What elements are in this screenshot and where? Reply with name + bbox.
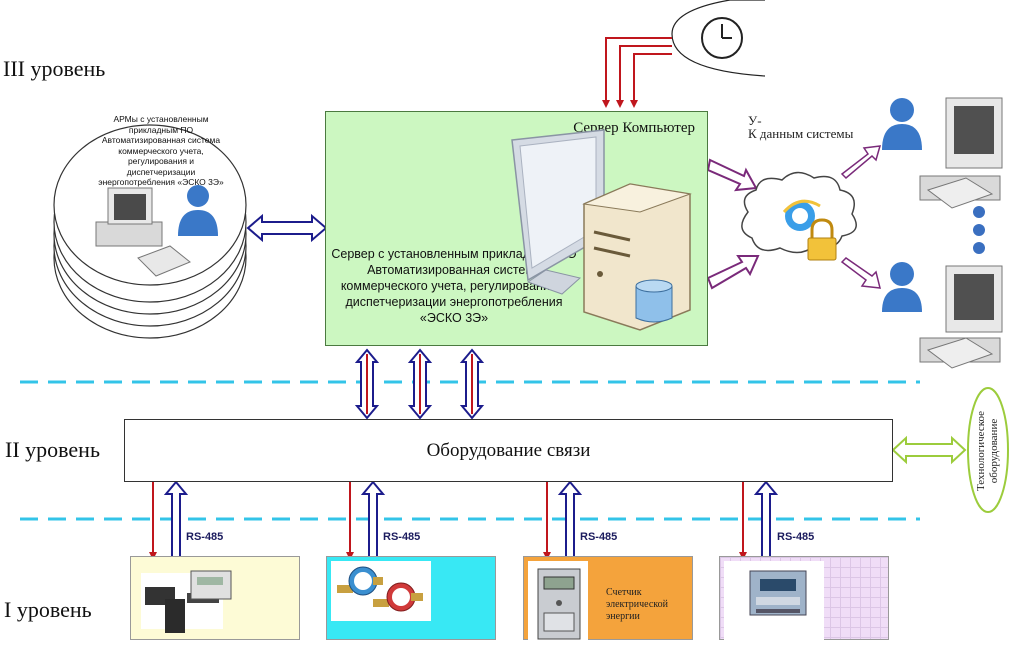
server-cloud-arrows [706,158,760,290]
workstation-description: АРМы с установленным прикладным ПО Автом… [98,114,224,187]
remote-computer-2-icon [919,265,1003,369]
rs485-label-1: RS-485 [186,531,224,543]
clock-icon [671,0,766,77]
device-water-meters [326,556,496,640]
more-users-dots [973,206,985,254]
flow-meter-icon [141,570,232,633]
remote-computer-1-icon [919,97,1003,209]
cloud-access-text: У- К данным системы [748,114,853,140]
device-flow-meter [130,556,300,640]
remote-user-1-icon [882,98,922,150]
server-illustration [511,129,692,331]
cloud-users-arrows [840,145,882,289]
workstation-user-icon [178,185,218,236]
level-2-label: II уровень [5,437,100,462]
tech-equipment-link [891,435,967,465]
internet-browser-icon [782,199,821,231]
device-electric-meter: Счетчик электрической энергии [523,556,693,641]
server-equipment-arrows [354,348,485,420]
tech-equipment-ellipse [967,387,1009,513]
server-description: Сервер с установленным прикладным ПО Авт… [331,247,577,325]
electric-meter-label: Счетчик электрической энергии [606,587,668,622]
workstation-computer-icon [95,187,191,277]
level-1-label: I уровень [4,597,92,622]
clock-server-arrows [602,37,672,108]
equipment-device-arrows [149,480,779,560]
controller-icon [724,561,824,641]
electric-meter-icon [528,561,588,641]
water-meters-icon [331,561,431,621]
communication-equipment-box: Оборудование связи [124,419,893,482]
rs485-label-2: RS-485 [383,531,421,543]
cloud-access-line1: У- [748,113,762,128]
remote-user-2-icon [882,262,922,312]
tech-equipment-label: Технологическое оборудование [975,410,1000,492]
cloud-access-line2: К данным системы [748,126,854,141]
level-3-label: III уровень [3,56,106,81]
communication-equipment-label: Оборудование связи [426,440,591,461]
lock-icon [807,218,837,261]
rs485-label-4: RS-485 [777,531,815,543]
rs485-label-3: RS-485 [580,531,618,543]
device-controller [719,556,889,641]
workstation-server-link [246,213,328,243]
